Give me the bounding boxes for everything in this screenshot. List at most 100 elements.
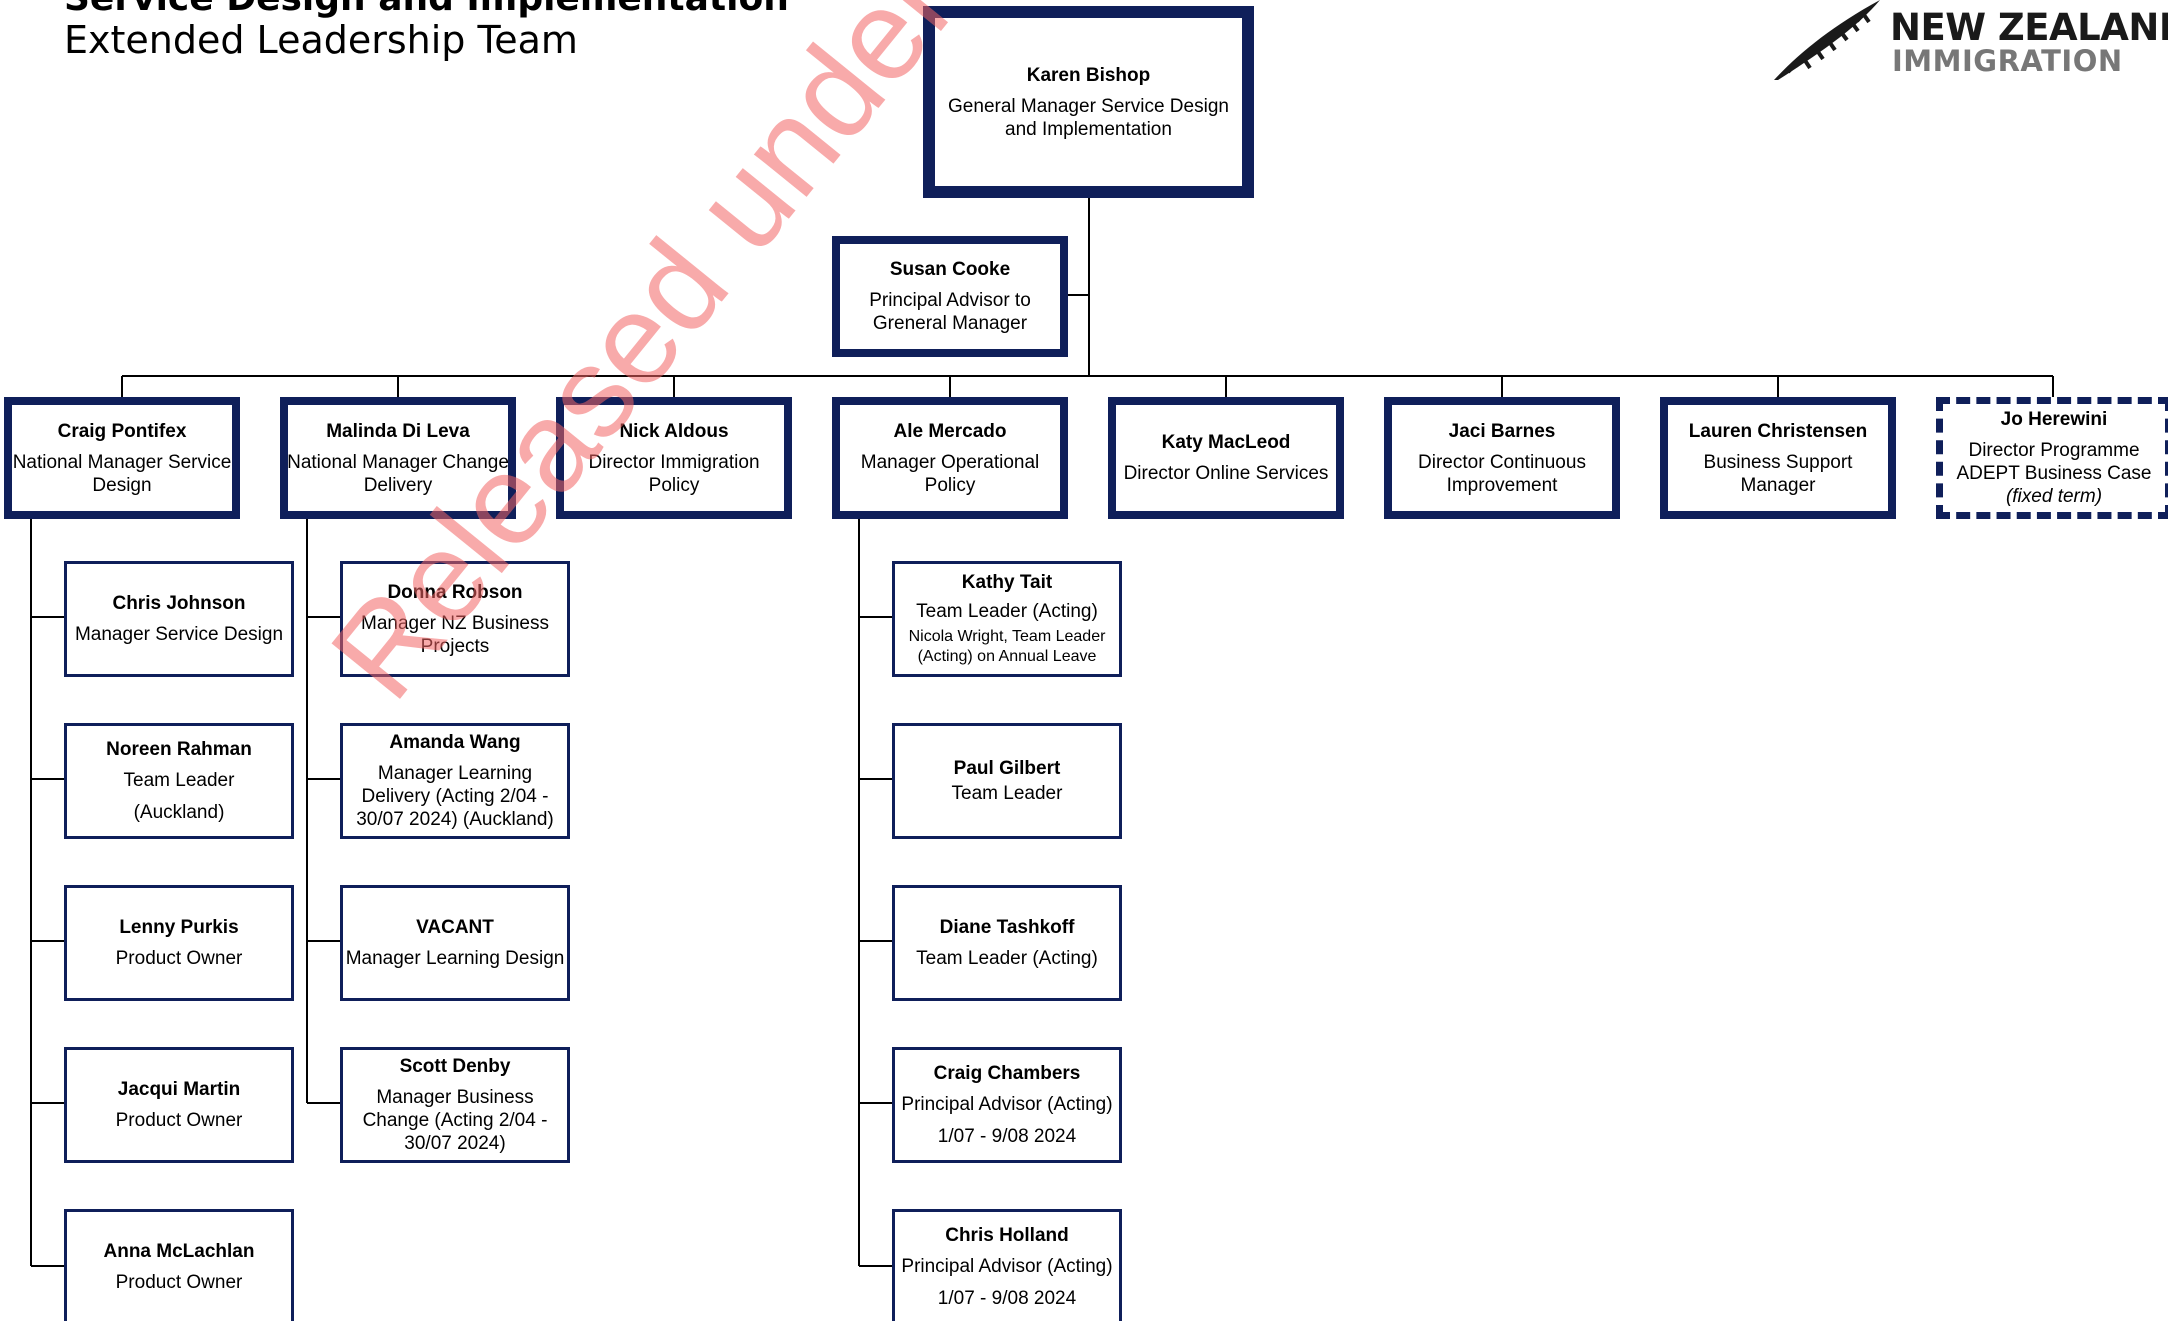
org-box-general-manager: Karen Bishop General Manager Service Des… — [923, 6, 1254, 198]
role-title: National Manager Service — [12, 451, 232, 473]
person-name: Karen Bishop — [1026, 64, 1151, 86]
org-box-manager: Ale Mercado Manager Operational Policy — [832, 397, 1068, 519]
role-title: Manager Learning — [377, 763, 533, 784]
logo-text-new-zealand: NEW ZEALAND — [1890, 6, 2168, 49]
page-title: Service Design and Implementation — [64, 0, 789, 19]
person-name: Lauren Christensen — [1688, 420, 1868, 442]
role-title: Product Owner — [115, 1110, 243, 1131]
silver-fern-icon — [1774, 0, 1880, 80]
role-title: Manager — [1740, 474, 1816, 496]
org-box-report: Anna McLachlan Product Owner — [64, 1209, 294, 1321]
role-title: Policy — [924, 474, 976, 496]
person-name: Paul Gilbert — [953, 758, 1061, 779]
org-box-report: Lenny Purkis Product Owner — [64, 885, 294, 1001]
person-name: Jo Herewini — [2000, 409, 2108, 430]
person-name: Lenny Purkis — [119, 917, 239, 938]
person-name: Jacqui Martin — [117, 1079, 241, 1100]
role-title: Policy — [648, 474, 700, 496]
role-title: Manager Learning Design — [345, 948, 565, 969]
fixed-term-note: (fixed term) — [2005, 486, 2103, 507]
org-box-report: Paul Gilbert Team Leader — [892, 723, 1122, 839]
role-title: Team Leader (Acting) — [916, 601, 1098, 622]
org-box-report: Amanda Wang Manager Learning Delivery (A… — [340, 723, 570, 839]
role-title: Manager NZ Business — [361, 612, 549, 634]
role-title: Director Continuous — [1418, 451, 1586, 473]
person-name: Chris Johnson — [112, 593, 246, 614]
logo-text-immigration: IMMIGRATION — [1892, 44, 2123, 78]
role-title: National Manager Change — [287, 451, 509, 473]
org-box-report: Chris Johnson Manager Service Design — [64, 561, 294, 677]
person-name: Ale Mercado — [893, 420, 1007, 442]
org-box-manager: Nick Aldous Director Immigration Policy — [556, 397, 792, 519]
person-name: Nick Aldous — [619, 420, 729, 442]
org-box-report: Jacqui Martin Product Owner — [64, 1047, 294, 1163]
role-title: General Manager Service Design — [948, 95, 1229, 117]
acting-note: (Acting) on Annual Leave — [917, 648, 1097, 665]
role-title: Principal Advisor (Acting) — [901, 1256, 1113, 1277]
role-title: ADEPT Business Case — [1956, 463, 2152, 484]
role-title: Product Owner — [115, 948, 243, 969]
person-name: Noreen Rahman — [106, 739, 252, 760]
role-title: Projects — [420, 635, 490, 657]
role-title: Design — [92, 474, 152, 496]
org-box-report: VACANT Manager Learning Design — [340, 885, 570, 1001]
org-box-manager: Jaci Barnes Director Continuous Improvem… — [1384, 397, 1620, 519]
person-name: Malinda Di Leva — [326, 420, 470, 442]
org-box-manager-fixed-term: Jo Herewini Director Programme ADEPT Bus… — [1936, 397, 2168, 519]
org-box-manager: Katy MacLeod Director Online Services — [1108, 397, 1344, 519]
role-title: Change (Acting 2/04 - — [362, 1110, 548, 1131]
role-title: Director Immigration — [588, 451, 760, 473]
person-name: Jaci Barnes — [1448, 420, 1556, 442]
role-title: 30/07 2024) — [404, 1133, 506, 1154]
role-title: 1/07 - 9/08 2024 — [937, 1288, 1077, 1309]
org-box-report: Chris Holland Principal Advisor (Acting)… — [892, 1209, 1122, 1321]
role-title: Team Leader — [123, 770, 235, 791]
role-title: Manager Operational — [860, 451, 1040, 473]
person-name: Kathy Tait — [961, 572, 1053, 593]
role-title: Director Programme — [1968, 440, 2140, 461]
role-title: 1/07 - 9/08 2024 — [937, 1126, 1077, 1147]
person-name: Diane Tashkoff — [939, 917, 1075, 938]
role-title: Delivery — [363, 474, 433, 496]
role-title: Team Leader (Acting) — [916, 948, 1098, 969]
person-name: Scott Denby — [399, 1056, 511, 1077]
org-box-report: Noreen Rahman Team Leader (Auckland) — [64, 723, 294, 839]
role-title: and Implementation — [1005, 118, 1172, 140]
person-name: VACANT — [416, 917, 494, 938]
role-title: Delivery (Acting 2/04 - — [361, 786, 549, 807]
nz-immigration-logo: NEW ZEALAND IMMIGRATION — [1768, 0, 2168, 90]
role-title: Business Support — [1703, 451, 1853, 473]
page-subtitle: Extended Leadership Team — [64, 18, 578, 62]
role-title: Greneral Manager — [872, 313, 1028, 334]
org-box-manager: Lauren Christensen Business Support Mana… — [1660, 397, 1896, 519]
person-name: Craig Pontifex — [57, 420, 187, 442]
org-box-report: Scott Denby Manager Business Change (Act… — [340, 1047, 570, 1163]
person-name: Susan Cooke — [889, 259, 1011, 280]
role-title: Team Leader — [951, 783, 1063, 804]
person-name: Amanda Wang — [389, 732, 521, 753]
person-name: Katy MacLeod — [1161, 432, 1291, 453]
org-box-report: Donna Robson Manager NZ Business Project… — [340, 561, 570, 677]
role-title: Principal Advisor (Acting) — [901, 1094, 1113, 1115]
role-title: (Auckland) — [133, 802, 225, 823]
role-title: 30/07 2024) (Auckland) — [356, 809, 554, 830]
org-box-manager: Malinda Di Leva National Manager Change … — [280, 397, 516, 519]
org-box-manager: Craig Pontifex National Manager Service … — [4, 397, 240, 519]
org-box-report: Diane Tashkoff Team Leader (Acting) — [892, 885, 1122, 1001]
org-box-report: Kathy Tait Team Leader (Acting) Nicola W… — [892, 561, 1122, 677]
person-name: Anna McLachlan — [103, 1241, 255, 1262]
person-name: Chris Holland — [945, 1225, 1069, 1246]
role-title: Director Online Services — [1123, 463, 1329, 484]
role-title: Manager Service Design — [74, 624, 284, 645]
person-name: Donna Robson — [387, 581, 523, 603]
role-title: Product Owner — [115, 1272, 243, 1293]
acting-note: Nicola Wright, Team Leader — [908, 628, 1106, 645]
org-box-report: Craig Chambers Principal Advisor (Acting… — [892, 1047, 1122, 1163]
role-title: Principal Advisor to — [869, 290, 1031, 311]
role-title: Manager Business — [376, 1087, 534, 1108]
role-title: Improvement — [1446, 474, 1558, 496]
org-box-principal-advisor: Susan Cooke Principal Advisor to Grenera… — [832, 236, 1068, 357]
person-name: Craig Chambers — [933, 1063, 1081, 1084]
